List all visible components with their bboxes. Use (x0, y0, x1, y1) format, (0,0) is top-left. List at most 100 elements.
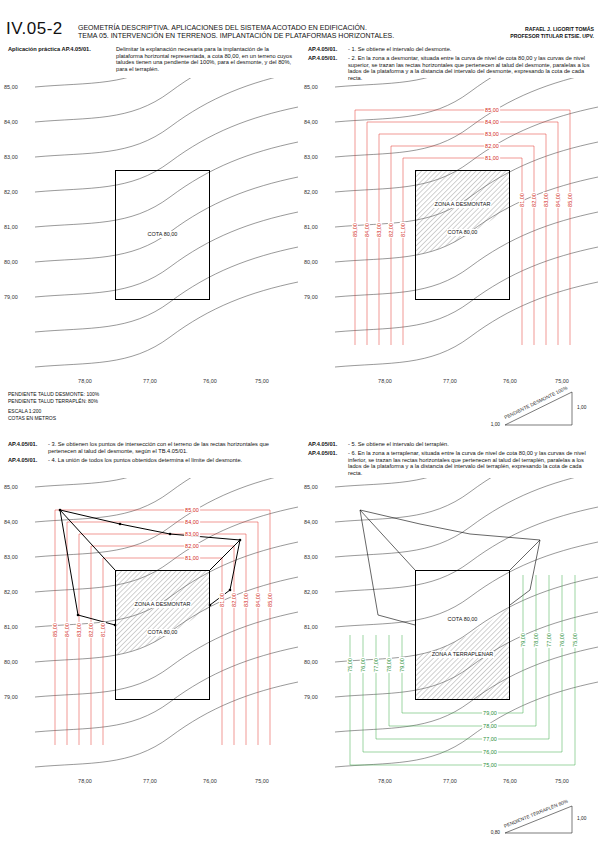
slope-line-elevation: 78,00 (533, 632, 539, 648)
contour-elevation: 77,00 (443, 378, 457, 384)
contour-elevation: 75,00 (255, 778, 269, 784)
slope-line-elevation: 85,00 (52, 622, 58, 638)
slope-line-elevation: 75,00 (347, 657, 353, 673)
slope-line-elevation: 79,00 (399, 657, 405, 673)
contour-elevation: 75,00 (255, 378, 269, 384)
contour-elevation: 85,00 (304, 84, 318, 90)
sheet-code: IV.05-2 (6, 19, 63, 39)
slope-line-elevation: 77,00 (546, 632, 552, 648)
contour-elevation: 77,00 (143, 378, 157, 384)
step-text: - 2. En la zona a desmontar, situada ent… (348, 55, 595, 82)
contour-elevation: 80,00 (304, 259, 318, 265)
slope-line-elevation: 84,00 (255, 592, 261, 608)
slope-line-elevation: 82,00 (231, 592, 237, 608)
step-text: - 3. Se obtienen los puntos de intersecc… (48, 441, 295, 454)
slope-line-elevation: 79,00 (482, 710, 498, 716)
contour-elevation: 84,00 (304, 119, 318, 125)
contour-elevation: 78,00 (378, 378, 392, 384)
step-paragraph: AP.4.05/01.- 4. La unión de todos los pu… (8, 457, 295, 464)
platform-label: COTA 80,00 (447, 616, 479, 623)
slope-line-elevation: 81,00 (400, 222, 406, 238)
slope-line-elevation: 84,00 (64, 622, 70, 638)
slope-line-elevation: 77,00 (373, 657, 379, 673)
contour-elevation: 78,00 (78, 778, 92, 784)
slope-line-elevation: 84,00 (555, 192, 561, 208)
contour-elevation: 81,00 (4, 624, 18, 630)
contour-elevation: 75,00 (555, 378, 569, 384)
platform-label: ZONA A DESMONTAR (434, 201, 492, 208)
slope-scale-label: PENDIENTE TERRAPLÉN 80% (502, 798, 569, 829)
drawing-note: PENDIENTE TALUD TERRAPLÉN: 80% (8, 399, 98, 405)
contour-elevation: 78,00 (378, 778, 392, 784)
platform-outline: ZONA A DESMONTAR COTA 80,00 (415, 170, 510, 300)
slope-line-elevation: 81,00 (519, 192, 525, 208)
contour-elevation: 79,00 (4, 694, 18, 700)
platform-label: COTA 80,00 (447, 229, 479, 236)
slope-line-elevation: 78,00 (482, 723, 498, 729)
contour-elevation: 82,00 (4, 589, 18, 595)
slope-line-elevation: 77,00 (482, 736, 498, 742)
step-paragraph: AP.4.05/01. - 6. En la zona a terraplenar… (308, 450, 595, 477)
slope-line-elevation: 83,00 (484, 131, 500, 137)
drawing-note: COTAS EN METROS (8, 416, 56, 422)
step-label: AP.4.05/01. (308, 46, 337, 53)
step-label: Aplicación práctica AP.4.05/01. (8, 46, 91, 53)
author-line: PROFESOR TITULAR ETSIE. UPV. (510, 34, 594, 40)
step-paragraph: AP.4.05/01. - 2. En la zona a desmontar, … (308, 55, 595, 82)
slope-line-elevation: 83,00 (184, 531, 200, 537)
step-label: AP.4.05/01. (8, 441, 37, 448)
slope-line-elevation: 81,00 (100, 622, 106, 638)
slope-line-elevation: 84,00 (484, 119, 500, 125)
contour-elevation: 77,00 (443, 778, 457, 784)
slope-line-elevation: 85,00 (184, 507, 200, 513)
slope-line-elevation: 81,00 (219, 592, 225, 608)
contour-elevation: 76,00 (203, 778, 217, 784)
slope-scale-label: 1,00 (576, 405, 587, 411)
step-text: - 6. En la zona a terraplenar, situada e… (348, 450, 595, 477)
slope-line-elevation: 84,00 (184, 519, 200, 525)
contour-elevation: 80,00 (4, 259, 18, 265)
platform-label: COTA 80,00 (147, 629, 179, 636)
step-label: AP.4.05/01. (308, 450, 337, 457)
contour-elevation: 78,00 (78, 378, 92, 384)
slope-line-elevation: 82,00 (484, 143, 500, 149)
step-paragraph: Aplicación práctica AP.4.05/01. Delimitar… (8, 46, 295, 73)
contour-elevation: 79,00 (304, 294, 318, 300)
step-paragraph: AP.4.05/01.- 5. Se obtiene el intervalo … (308, 441, 595, 448)
slope-scale-label: 0,80 (490, 830, 501, 836)
contour-elevation: 81,00 (4, 224, 18, 230)
slope-line-elevation: 78,00 (386, 657, 392, 673)
contour-elevation: 84,00 (4, 119, 18, 125)
step-text: - 1. Se obtiene el intervalo del desmont… (348, 46, 595, 53)
step-text: - 5. Se obtiene el intervalo del terrapl… (348, 441, 595, 448)
platform-label: ZONA A DESMONTAR (134, 601, 192, 608)
step-label: AP.4.05/01. (308, 55, 337, 62)
platform-outline: COTA 80,00 (115, 170, 210, 300)
slope-line-elevation: 81,00 (184, 555, 200, 561)
slope-line-elevation: 83,00 (543, 192, 549, 208)
slope-line-elevation: 81,00 (484, 155, 500, 161)
contour-elevation: 83,00 (304, 154, 318, 160)
contour-elevation: 75,00 (555, 778, 569, 784)
step-text: Delimitar la explanación necesaria para … (116, 46, 295, 73)
contour-elevation: 83,00 (4, 154, 18, 160)
contour-elevation: 84,00 (4, 519, 18, 525)
contour-elevation: 80,00 (304, 659, 318, 665)
contour-elevation: 79,00 (304, 694, 318, 700)
contour-elevation: 83,00 (304, 554, 318, 560)
slope-line-elevation: 85,00 (484, 107, 500, 113)
slope-scale-label: PENDIENTE DESMONTE 100% (503, 385, 570, 421)
step-paragraph: AP.4.05/01. - 3. Se obtienen los puntos d… (8, 441, 295, 454)
contour-elevation: 76,00 (203, 378, 217, 384)
slope-line-elevation: 76,00 (360, 657, 366, 673)
contour-elevation: 77,00 (143, 778, 157, 784)
slope-scale-label: 1,00 (576, 816, 587, 822)
slope-line-elevation: 82,00 (531, 192, 537, 208)
contour-elevation: 85,00 (4, 84, 18, 90)
slope-line-elevation: 85,00 (352, 222, 358, 238)
platform-outline: ZONA A DESMONTAR COTA 80,00 (115, 570, 210, 700)
step-label: AP.4.05/01. (8, 457, 37, 464)
contour-elevation: 82,00 (4, 189, 18, 195)
